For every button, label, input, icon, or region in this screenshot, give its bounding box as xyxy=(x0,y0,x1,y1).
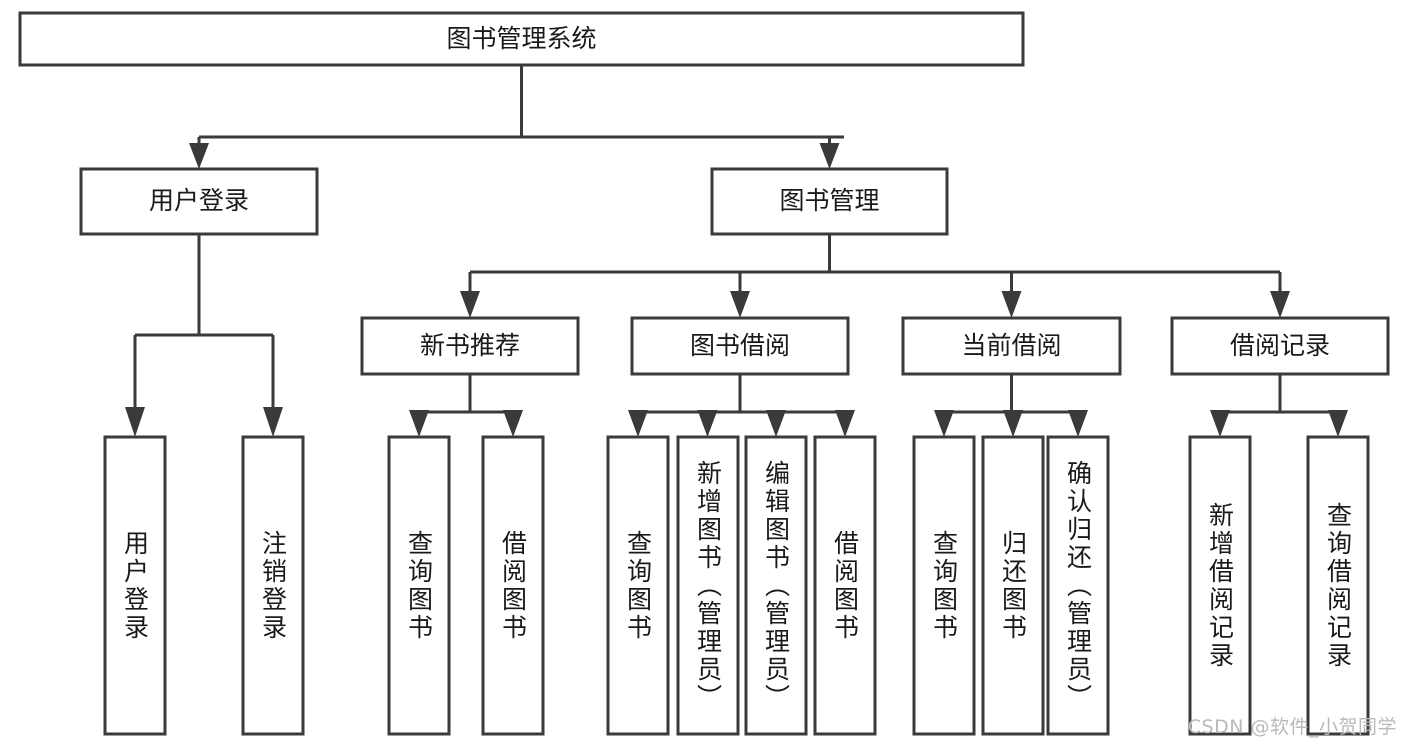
leaf-box-query-book-new[interactable] xyxy=(387,435,451,736)
node-book-management[interactable]: 图书管理 xyxy=(710,167,949,236)
node-new-book-recommend[interactable]: 新书推荐 xyxy=(360,316,580,376)
csdn-watermark: CSDN @软件_小贺同学 xyxy=(1187,716,1397,738)
node-new-book-recommend-box[interactable] xyxy=(360,316,580,376)
leaf-box-query-book-borrow[interactable] xyxy=(606,435,670,736)
leaf-box-borrow-book-new[interactable] xyxy=(481,435,545,736)
leaf-box-logout[interactable] xyxy=(241,435,305,736)
arrowhead-leaf-borrow-book-new xyxy=(503,410,523,437)
leaf-box-query-book-current[interactable] xyxy=(912,435,976,736)
leaf-box-confirm-return-admin[interactable] xyxy=(1046,435,1110,736)
arrowhead-leaf-edit-book-admin xyxy=(766,410,786,437)
arrowhead-leaf-borrow-book xyxy=(835,410,855,437)
node-current-borrow[interactable]: 当前借阅 xyxy=(901,316,1122,376)
node-book-borrow-label: 图书借阅 xyxy=(690,331,790,360)
arrowhead-new-book-recommend xyxy=(460,291,480,318)
node-borrow-record-label: 借阅记录 xyxy=(1230,331,1330,360)
node-borrow-record-box[interactable] xyxy=(1170,316,1390,376)
arrowhead-leaf-add-borrow-record xyxy=(1210,410,1230,437)
node-new-book-recommend-label: 新书推荐 xyxy=(420,331,520,360)
node-book-borrow[interactable]: 图书借阅 xyxy=(630,316,850,376)
arrowhead-leaf-confirm-return-admin xyxy=(1068,410,1088,437)
connector-group xyxy=(125,65,1348,437)
node-book-management-label: 图书管理 xyxy=(779,186,879,215)
arrowhead-user-login xyxy=(189,143,209,169)
node-borrow-record[interactable]: 借阅记录 xyxy=(1170,316,1390,376)
node-user-login-label: 用户登录 xyxy=(149,186,249,215)
arrowhead-book-borrow xyxy=(730,291,750,318)
node-root-box[interactable] xyxy=(18,11,1025,67)
arrowhead-leaf-add-book-admin xyxy=(697,410,718,437)
arrowhead-leaf-query-borrow-record xyxy=(1328,410,1348,437)
leaf-box-query-borrow-record[interactable] xyxy=(1306,435,1370,736)
leaf-box-add-borrow-record[interactable] xyxy=(1188,435,1252,736)
node-book-borrow-box[interactable] xyxy=(630,316,850,376)
node-current-borrow-box[interactable] xyxy=(901,316,1122,376)
node-root-label: 图书管理系统 xyxy=(446,24,596,53)
node-user-login-box[interactable] xyxy=(79,167,319,236)
leaf-box-group xyxy=(103,435,1370,736)
arrowhead-borrow-record xyxy=(1270,291,1290,318)
leaf-box-return-book[interactable] xyxy=(981,435,1045,736)
node-current-borrow-label: 当前借阅 xyxy=(961,331,1061,360)
arrowhead-leaf-query-book-current xyxy=(934,410,954,437)
leaf-box-borrow-book[interactable] xyxy=(813,435,877,736)
arrowhead-leaf-query-book-borrow xyxy=(628,410,648,437)
arrowhead-leaf-return-book xyxy=(1003,410,1023,437)
arrowhead-book-management xyxy=(819,143,840,169)
node-book-management-box[interactable] xyxy=(710,167,949,236)
leaf-box-add-book-admin[interactable] xyxy=(676,435,740,736)
leaf-box-user-login[interactable] xyxy=(103,435,167,736)
arrowhead-leaf-user-login xyxy=(125,407,145,437)
arrowhead-leaf-query-book-new xyxy=(409,410,429,437)
arrowhead-leaf-logout xyxy=(263,407,283,437)
node-user-login[interactable]: 用户登录 xyxy=(79,167,319,236)
node-root[interactable]: 图书管理系统 xyxy=(18,11,1025,67)
arrowhead-current-borrow xyxy=(1001,291,1022,318)
leaf-box-edit-book-admin[interactable] xyxy=(744,435,808,736)
